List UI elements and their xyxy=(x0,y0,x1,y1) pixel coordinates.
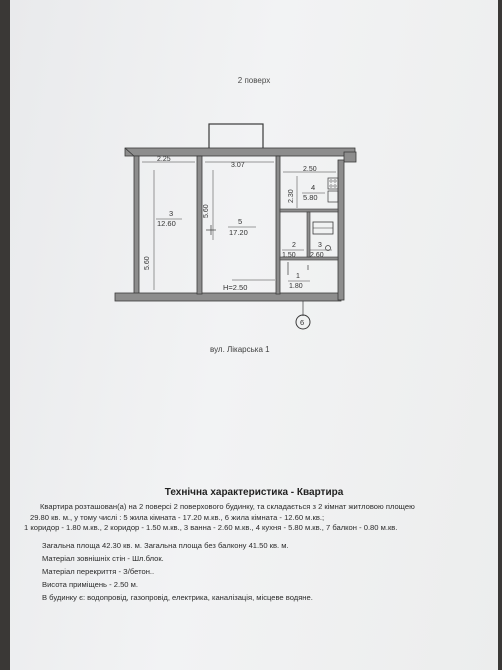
description: Квартира розташован(а) на 2 поверсі 2 по… xyxy=(24,502,480,534)
room-area: 17.20 xyxy=(229,228,248,237)
floor-plan: 2.25 3.07 2.50 5.60 5.60 2.30 3 12.60 5 … xyxy=(114,123,357,330)
spec-utilities: В будинку є: водопровід, газопровід, еле… xyxy=(42,593,313,602)
spec-wall-material: Матеріал зовнішніх стін - Шл.блок. xyxy=(42,554,164,563)
spec-floor-material: Матеріал перекриття - З/бетон.. xyxy=(42,567,155,576)
kitchen-sink xyxy=(327,190,339,203)
room-area: 2.60 xyxy=(310,252,324,259)
floor-label: 2 поверх xyxy=(237,76,271,85)
room-number: 5 xyxy=(238,217,242,226)
top-wall xyxy=(124,147,356,157)
room-number: 2 xyxy=(292,242,296,249)
room-number: 3 xyxy=(169,209,173,218)
dim-label: 5.60 xyxy=(144,256,151,270)
bath-sink xyxy=(325,245,331,251)
dim-label: 2.25 xyxy=(157,156,171,163)
stove xyxy=(327,177,339,190)
room-number: 1 xyxy=(296,273,300,280)
description-line: 29.80 кв. м., у тому числі : 5 жила кімн… xyxy=(30,512,325,522)
description-line: Квартира розташован(а) на 2 поверсі 2 по… xyxy=(40,502,415,511)
bottom-wall xyxy=(114,292,342,302)
room-area: 12.60 xyxy=(157,219,176,228)
left-wall xyxy=(133,155,140,297)
spec-list: Загальна площа 42.30 кв. м. Загальна пло… xyxy=(42,539,313,604)
wall-5-4 xyxy=(275,155,281,295)
dim-label: 2.50 xyxy=(303,166,317,173)
document-title: Технічна характеристика - Квартира xyxy=(164,487,344,498)
balcony-outline xyxy=(208,123,264,151)
spec-ceiling-height: Висота приміщень - 2.50 м. xyxy=(42,580,138,589)
dim-label: 3.07 xyxy=(231,162,245,169)
wall-3-5 xyxy=(196,155,203,295)
section-marker xyxy=(295,314,311,330)
right-wall xyxy=(337,159,345,301)
room-area: 5.80 xyxy=(303,193,318,202)
description-line: 1 коридор - 1.80 м.кв., 2 коридор - 1.50… xyxy=(24,523,398,533)
height-label: H=2.50 xyxy=(223,283,247,292)
room-area: 1.80 xyxy=(289,283,303,290)
dim-label: 2.30 xyxy=(288,189,295,203)
room-number: 4 xyxy=(311,183,315,192)
dim-label: 5.60 xyxy=(203,204,210,218)
street-address: вул. Лікарська 1 xyxy=(210,345,270,354)
spec-total-area: Загальна площа 42.30 кв. м. Загальна пло… xyxy=(42,541,289,550)
section-number: 6 xyxy=(300,318,304,327)
document-sheet: 2 поверх xyxy=(10,0,498,670)
room-number: 3 xyxy=(318,242,322,249)
room-area: 1.50 xyxy=(282,252,296,259)
